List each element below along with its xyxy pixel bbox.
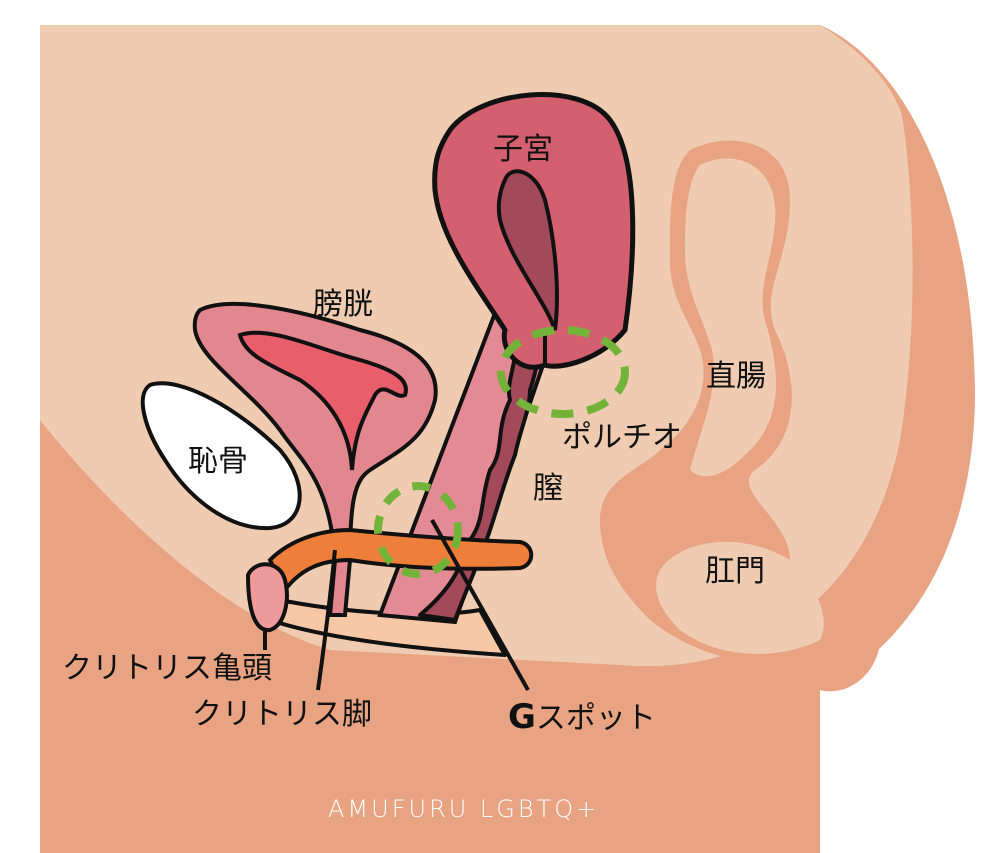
clitoris-body — [267, 527, 534, 594]
clitoral-glans — [245, 562, 289, 633]
watermark: AMUFURU LGBTQ+ — [328, 795, 600, 823]
label-g-spot-prefix: G — [508, 697, 536, 737]
bladder-inner — [237, 330, 408, 471]
portio-highlight — [497, 326, 629, 418]
pubic-bone — [140, 381, 302, 531]
label-vagina: 膣 — [533, 471, 563, 506]
uterus-cavity — [496, 169, 559, 331]
label-clitoral-crus: クリトリス脚 — [192, 697, 372, 732]
anal-canal — [656, 541, 824, 654]
label-anus: 肛門 — [705, 554, 765, 589]
label-uterus: 子宮 — [493, 132, 553, 167]
label-portio: ポルチオ — [562, 420, 682, 455]
label-rectum: 直腸 — [706, 359, 766, 394]
label-bladder: 膀胱 — [313, 287, 373, 322]
gspot-leader — [430, 519, 530, 691]
clitoral-crus — [316, 549, 337, 691]
label-g-spot: Gスポット — [508, 700, 656, 734]
label-g-spot-suffix: スポット — [535, 701, 656, 736]
g-spot-highlight — [374, 482, 462, 578]
rectum-lumen — [685, 158, 777, 477]
label-pubic-bone: 恥骨 — [188, 444, 248, 479]
label-clitoral-glans: クリトリス亀頭 — [62, 651, 272, 686]
